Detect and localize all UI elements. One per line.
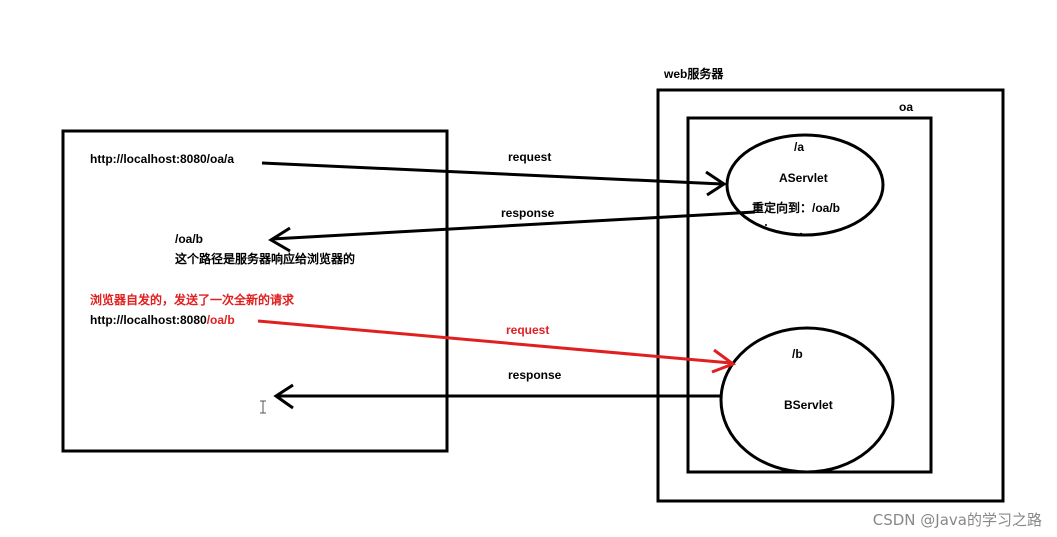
web-server-box: [656, 88, 1005, 503]
request-label-2: request: [506, 323, 549, 337]
browser-url-1: http://localhost:8080/oa/a: [90, 152, 234, 166]
aservlet-path: /a: [794, 140, 804, 154]
oa-app-label: oa: [899, 100, 913, 114]
response-arrow-2: [273, 383, 722, 410]
bservlet-path: /b: [792, 347, 803, 361]
request-label-1: request: [508, 150, 551, 164]
browser-url-2-suffix: /oa/b: [207, 313, 235, 327]
web-server-title: web服务器: [663, 66, 724, 81]
response-label-2: response: [508, 368, 562, 382]
request-arrow-1: [261, 161, 727, 197]
new-request-note: 浏览器自发的，发送了一次全新的请求: [90, 292, 295, 307]
bservlet-ellipse: [719, 326, 895, 474]
mark-dot: [799, 232, 803, 236]
aservlet-redirect-note: 重定向到：/oa/b: [752, 200, 840, 215]
aservlet-name: AServlet: [779, 171, 828, 185]
watermark: CSDN @Java的学习之路: [873, 511, 1042, 529]
text-cursor-icon: [260, 400, 266, 414]
response-label-1: response: [501, 206, 555, 220]
response-arrow-1: [268, 210, 756, 253]
request-arrow-2: [257, 319, 737, 374]
browser-url-2: http://localhost:8080/oa/b: [90, 313, 235, 327]
redirect-note: 这个路径是服务器响应给浏览器的: [175, 251, 355, 266]
aservlet-ellipse: [725, 133, 885, 237]
redirect-path: /oa/b: [175, 232, 203, 246]
browser-box: [61, 129, 449, 453]
browser-url-2-prefix: http://localhost:8080: [90, 313, 207, 327]
bservlet-name: BServlet: [784, 398, 833, 412]
mark-dot: [765, 224, 767, 226]
